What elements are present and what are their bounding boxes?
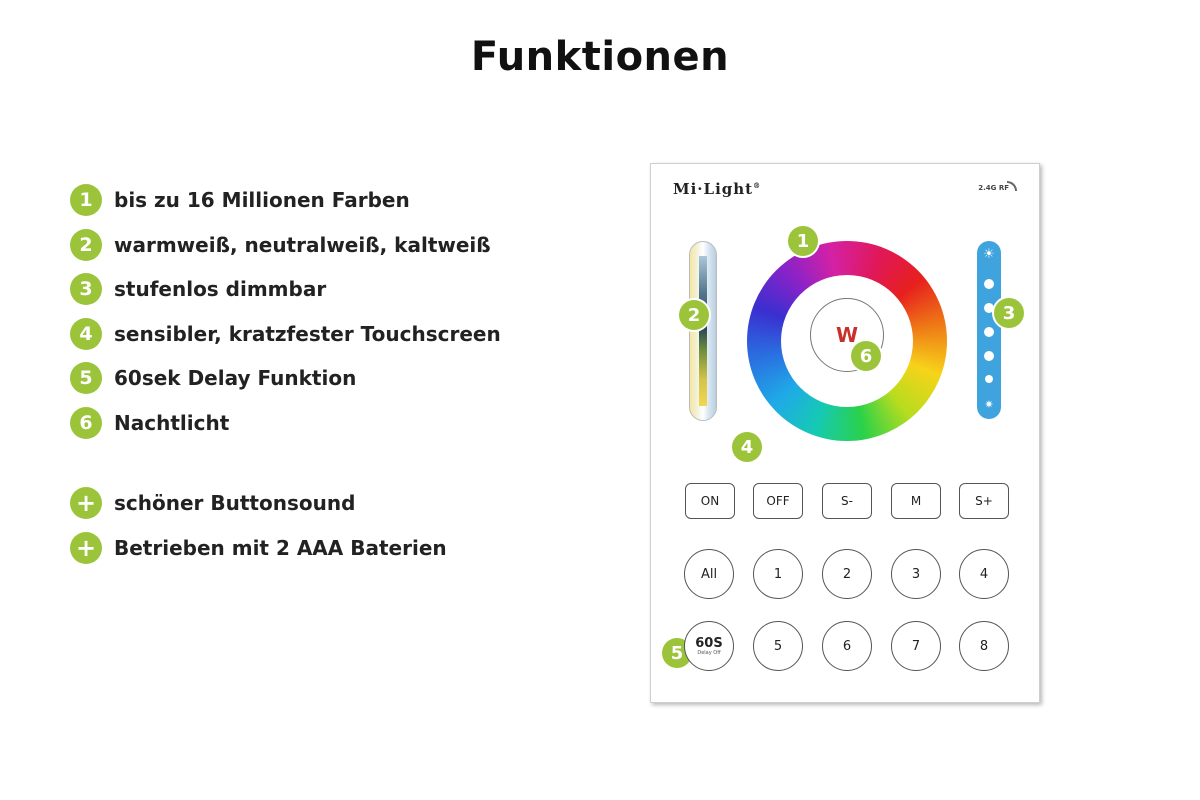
feature-item: 2 warmweiß, neutralweiß, kaltweiß xyxy=(70,229,491,261)
feature-item: 1 bis zu 16 Millionen Farben xyxy=(70,184,410,216)
off-button[interactable]: OFF xyxy=(753,483,803,519)
feature-text: stufenlos dimmbar xyxy=(114,277,327,301)
feature-item: 5 60sek Delay Funktion xyxy=(70,362,356,394)
zone-5-button[interactable]: 5 xyxy=(753,621,803,671)
brightness-dot xyxy=(984,327,994,337)
speed-down-button[interactable]: S- xyxy=(822,483,872,519)
brightness-dot xyxy=(985,375,993,383)
number-badge: 5 xyxy=(70,362,102,394)
feature-item: 6 Nachtlicht xyxy=(70,407,229,439)
white-temperature-slider[interactable] xyxy=(689,241,717,421)
zone-1-button[interactable]: 1 xyxy=(753,549,803,599)
brightness-dot xyxy=(984,303,994,313)
brightness-dot xyxy=(984,351,994,361)
number-badge: 4 xyxy=(70,318,102,350)
feature-text: sensibler, kratzfester Touchscreen xyxy=(114,322,501,346)
delay-off-button[interactable]: 60S Delay Off xyxy=(684,621,734,671)
brightness-slider[interactable]: ☀ ✷ xyxy=(977,241,1001,419)
plus-icon: + xyxy=(70,532,102,564)
extra-feature-item: + schöner Buttonsound xyxy=(70,487,355,519)
remote-control-panel: Mi·Light® 2.4G RF W ☀ ✷ 1 2 3 4 5 6 ON O… xyxy=(650,163,1040,703)
number-badge: 6 xyxy=(70,407,102,439)
number-badge: 2 xyxy=(70,229,102,261)
zone-all-button[interactable]: All xyxy=(684,549,734,599)
feature-text: Nachtlicht xyxy=(114,411,230,435)
mode-button[interactable]: M xyxy=(891,483,941,519)
sun-bright-icon: ☀ xyxy=(983,247,995,262)
extra-feature-item: + Betrieben mit 2 AAA Baterien xyxy=(70,532,447,564)
callout-badge: 4 xyxy=(732,432,762,462)
page-title: Funktionen xyxy=(470,34,730,80)
brand-logo: Mi·Light® xyxy=(673,180,762,198)
brightness-dot xyxy=(984,279,994,289)
zone-3-button[interactable]: 3 xyxy=(891,549,941,599)
feature-item: 4 sensibler, kratzfester Touchscreen xyxy=(70,318,501,350)
feature-item: 3 stufenlos dimmbar xyxy=(70,273,326,305)
white-temperature-track xyxy=(699,256,707,406)
zone-2-button[interactable]: 2 xyxy=(822,549,872,599)
on-button[interactable]: ON xyxy=(685,483,735,519)
zone-6-button[interactable]: 6 xyxy=(822,621,872,671)
number-badge: 1 xyxy=(70,184,102,216)
feature-text: 60sek Delay Funktion xyxy=(114,366,357,390)
feature-text: Betrieben mit 2 AAA Baterien xyxy=(114,536,447,560)
callout-badge: 1 xyxy=(788,226,818,256)
wireless-signal-icon xyxy=(1007,181,1017,191)
callout-badge: 6 xyxy=(851,341,881,371)
sun-dim-icon: ✷ xyxy=(984,398,994,411)
delay-sublabel: Delay Off xyxy=(697,649,721,656)
zone-8-button[interactable]: 8 xyxy=(959,621,1009,671)
callout-badge: 3 xyxy=(994,298,1024,328)
plus-icon: + xyxy=(70,487,102,519)
feature-text: bis zu 16 Millionen Farben xyxy=(114,188,410,212)
number-badge: 3 xyxy=(70,273,102,305)
zone-4-button[interactable]: 4 xyxy=(959,549,1009,599)
delay-label: 60S xyxy=(695,635,723,651)
speed-up-button[interactable]: S+ xyxy=(959,483,1009,519)
zone-7-button[interactable]: 7 xyxy=(891,621,941,671)
rf-label: 2.4G RF xyxy=(978,184,1009,192)
callout-badge: 2 xyxy=(679,300,709,330)
feature-text: schöner Buttonsound xyxy=(114,491,356,515)
feature-text: warmweiß, neutralweiß, kaltweiß xyxy=(114,233,491,257)
